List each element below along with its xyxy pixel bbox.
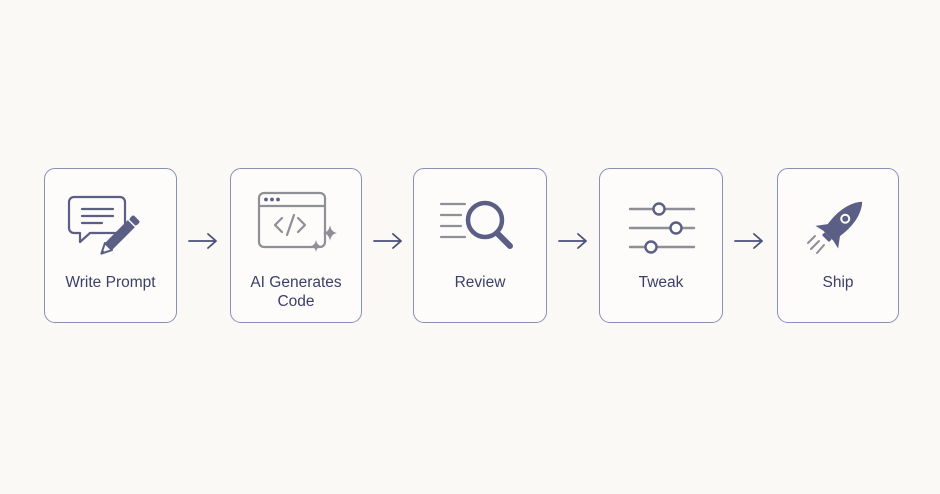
step-label: Tweak xyxy=(638,274,684,291)
arrow-icon xyxy=(556,231,590,251)
arrow-icon xyxy=(732,231,766,251)
step-label: Write Prompt xyxy=(65,274,156,291)
step-tweak: Tweak xyxy=(599,168,723,323)
arrow-icon xyxy=(186,231,220,251)
code-window-sparkle-icon xyxy=(251,189,341,263)
sliders-icon xyxy=(616,189,706,263)
step-ship: Ship xyxy=(777,168,899,323)
speech-bubble-pencil-icon xyxy=(66,189,156,263)
magnifier-lines-icon xyxy=(435,189,525,263)
rocket-icon xyxy=(793,189,883,263)
step-label: AI Generates Code xyxy=(250,274,342,310)
step-review: Review xyxy=(413,168,547,323)
step-label: Ship xyxy=(822,274,854,291)
step-write-prompt: Write Prompt xyxy=(44,168,177,323)
step-label: Review xyxy=(454,274,506,291)
arrow-icon xyxy=(371,231,405,251)
step-ai-generates-code: AI Generates Code xyxy=(230,168,362,323)
